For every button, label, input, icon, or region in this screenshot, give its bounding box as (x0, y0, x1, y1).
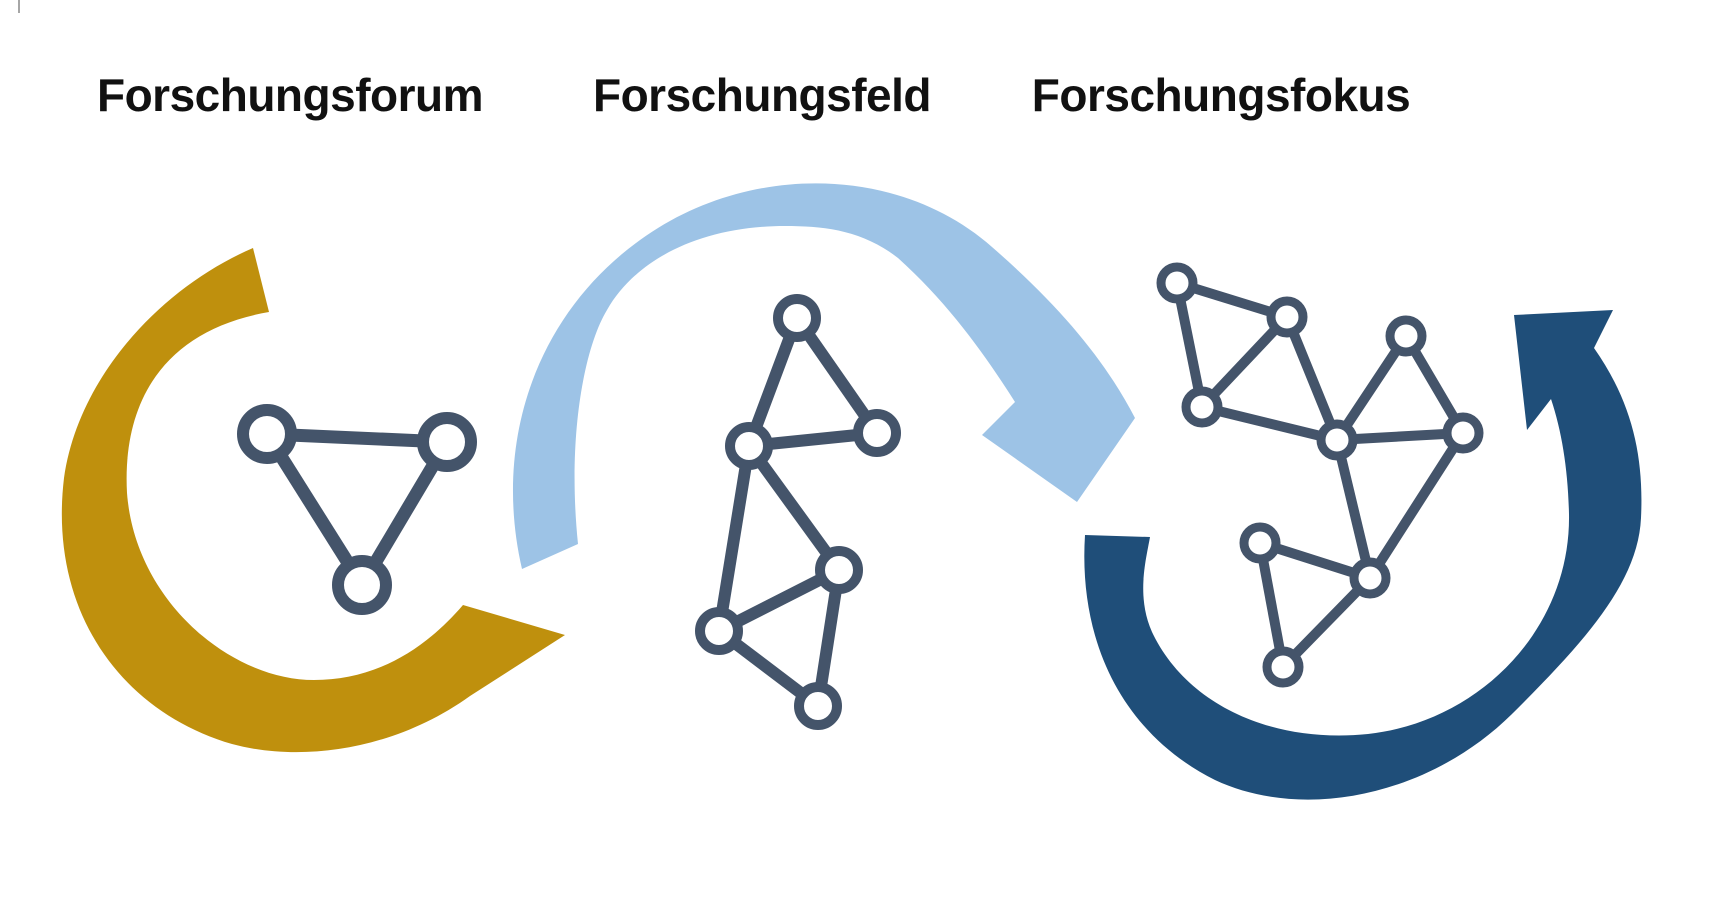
forum-cycle-arrow-icon (61, 248, 565, 753)
network-edge (1200, 402, 1339, 445)
network-node (853, 409, 901, 457)
network-node (815, 546, 863, 594)
network-node (794, 682, 842, 730)
network-edge (1198, 313, 1291, 411)
network-node (695, 607, 743, 655)
network-node (1266, 296, 1308, 338)
network-edge (1282, 315, 1342, 442)
stray-tick-mark (18, 0, 20, 13)
network-node (725, 422, 773, 470)
network-edge (1279, 574, 1374, 671)
network-node (1442, 412, 1484, 454)
feld-transition-arrow-icon (512, 183, 1135, 570)
network-node (773, 294, 821, 342)
fokus-network (1156, 262, 1484, 688)
network-node (1262, 646, 1304, 688)
forum-network (237, 404, 477, 615)
network-edge (1255, 542, 1288, 668)
network-edge (266, 427, 448, 449)
network-edge (1365, 430, 1468, 581)
network-node (1239, 522, 1281, 564)
network-edge (1332, 333, 1411, 443)
stage-title-forschungsforum: Forschungsforum (96, 69, 484, 121)
network-node (1316, 419, 1358, 461)
network-edge (1336, 428, 1464, 445)
network-node (332, 555, 392, 615)
network-node (1349, 557, 1391, 599)
network-edge (744, 442, 844, 574)
network-node (1156, 262, 1198, 304)
network-edge (1172, 282, 1207, 408)
network-node (237, 404, 297, 464)
network-node (1181, 386, 1223, 428)
stage-title-forschungsfokus: Forschungsfokus (1031, 69, 1411, 121)
network-edge (1332, 438, 1375, 580)
stage-title-forschungsfeld: Forschungsfeld (592, 69, 932, 121)
network-node (417, 412, 477, 472)
feld-network (695, 294, 901, 730)
fokus-cycle-arrow-icon (1084, 310, 1642, 800)
network-node (1385, 315, 1427, 357)
network-edge (713, 445, 755, 632)
